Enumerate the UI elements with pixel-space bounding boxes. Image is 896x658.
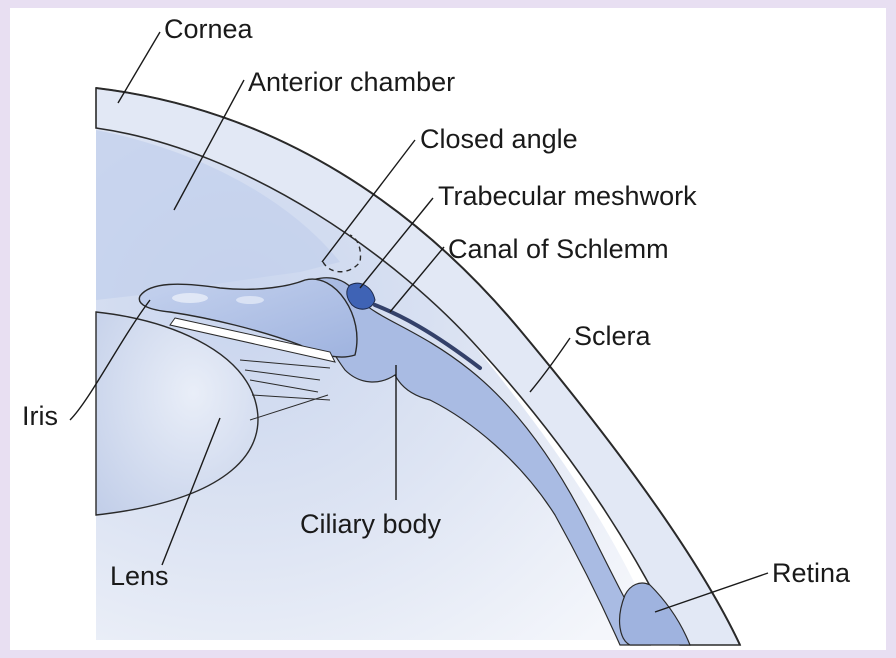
label-iris: Iris	[22, 401, 58, 431]
label-trabecular-meshwork: Trabecular meshwork	[438, 181, 697, 211]
iris-highlight	[172, 293, 208, 303]
label-ciliary-body: Ciliary body	[300, 509, 442, 539]
label-anterior-chamber: Anterior chamber	[248, 67, 455, 97]
label-sclera: Sclera	[574, 321, 652, 351]
iris-highlight	[236, 296, 264, 304]
leader-cornea	[118, 32, 160, 103]
label-cornea: Cornea	[164, 14, 254, 44]
label-closed-angle: Closed angle	[420, 124, 578, 154]
label-lens: Lens	[110, 561, 169, 591]
label-retina: Retina	[772, 558, 851, 588]
label-canal-of-schlemm: Canal of Schlemm	[448, 234, 669, 264]
